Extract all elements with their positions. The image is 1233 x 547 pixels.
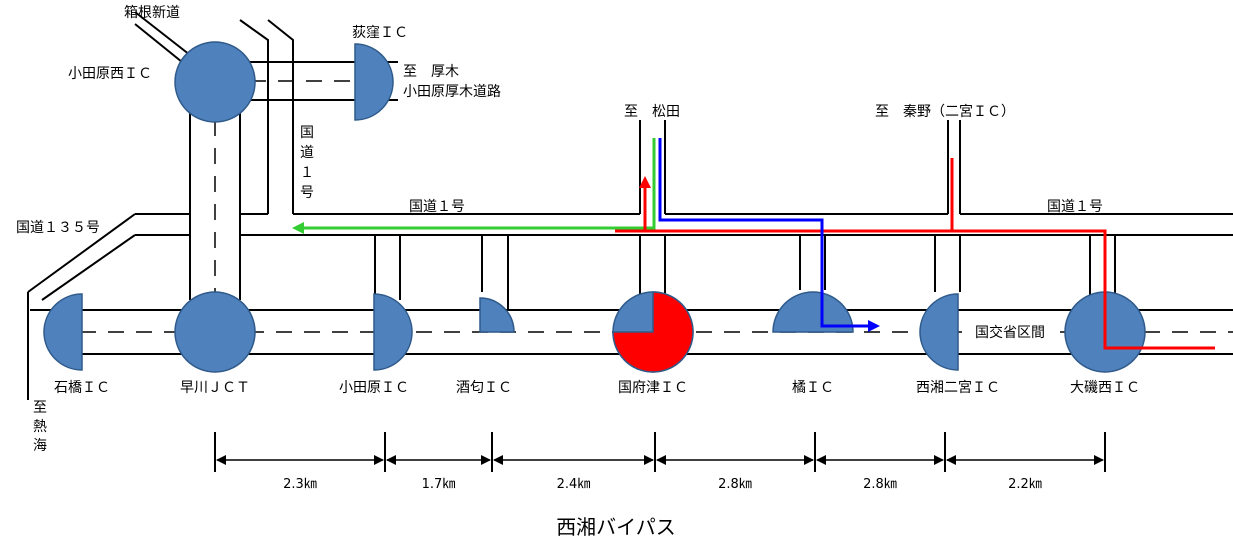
kokudo1-vertical-label: 国道 １ 号 [300,125,314,201]
to-atsugi-label: 至 厚木 [403,64,459,80]
mlit-label-bg [962,320,1058,344]
to-matsuda-label: 至 松田 [624,104,680,120]
map-labels: 箱根新道 小田原西ＩＣ 荻窪ＩＣ 至 厚木 小田原厚木道路 国道１号 至 松田 … [16,5,1103,454]
sakawa-ic-label: 酒匂ＩＣ [456,380,512,396]
odawara-ic-label: 小田原ＩＣ [339,380,409,396]
green-route-arrow [296,138,656,230]
ishibashi-ic-label: 石橋ＩＣ [54,380,110,396]
hayakawa-ic-label: 早川ＪＣＴ [180,380,250,396]
odawara-nishi-ic-node [174,41,256,123]
ishibashi-ic-node [43,293,83,371]
route1-vertical-right [267,19,294,214]
mlit-section-label: 国交省区間 [975,324,1045,341]
hakone-shindo-line-a [134,11,191,56]
to-atami-char: 至 [33,400,47,416]
kokudo1-right-label: 国道１号 [1047,199,1103,215]
hakone-shindo-line-b [134,23,183,63]
ic-name-labels: 石橋ＩＣ 早川ＪＣＴ 小田原ＩＣ 酒匂ＩＣ 国府津ＩＣ 橘ＩＣ 西湘二宮ＩＣ 大磯西ＩＣ [54,380,1140,396]
red-route-arrow [615,184,1215,350]
seisho-ninomiya-ic-node [919,293,959,371]
blue-route-arrow [658,138,872,328]
to-atami-char: 熱 [33,419,47,435]
kozu-ic-red-sector [612,291,694,373]
to-atami-label: 至熱海 [33,400,47,454]
seisho_ninomiya-ic-label: 西湘二宮ＩＣ [916,380,1000,396]
kozu-ic-label: 国府津ＩＣ [618,380,688,396]
ogikubo-ic-label: 荻窪ＩＣ [352,24,408,41]
kokudo1-vertical-char: 国 [300,125,314,141]
route135-edge-a [27,213,136,293]
diagram-title: 西湘バイパス [556,515,676,539]
tachibana-ic-node [772,291,854,333]
odawara-nishi-ic-label: 小田原西ＩＣ [68,66,152,82]
distance-scale: 2.3㎞ 1.7㎞ 2.4㎞ 2.8㎞ 2.8㎞ 2.2㎞ [214,432,1106,492]
blue-route-arrowhead [868,320,880,332]
hakone-shindo-label: 箱根新道 [124,5,180,21]
red-route-arrowhead [639,176,651,188]
oiso_nishi-ic-label: 大磯西ＩＣ [1070,380,1140,396]
route1-vertical-left [239,19,269,214]
ogikubo-ic-node [354,43,394,121]
mlit-section-dashes [960,309,1233,355]
kokudo1-left-label: 国道１号 [409,199,465,215]
odawara-atsugi-road-label: 小田原厚木道路 [403,84,501,100]
route135-edge-b [41,234,136,301]
distance-label: 2.2㎞ [1008,477,1042,492]
sakawa-ic-node [479,297,515,333]
hayakawa-jct-node [174,291,256,373]
kokudo1-vertical-char: 号 [300,185,314,201]
odawara-ic-node [373,293,413,371]
distance-label: 2.8㎞ [863,477,897,492]
distance-label: 2.3㎞ [283,477,317,492]
distance-label: 1.7㎞ [422,477,456,492]
kokudo1-vertical-char: １ [300,165,314,181]
to-atami-char: 海 [33,438,47,454]
kokudo1-vertical-char: 道 [300,145,314,161]
distance-label: 2.8㎞ [718,477,752,492]
kokudo135-label: 国道１３５号 [16,220,100,236]
distance-label: 2.4㎞ [557,477,591,492]
route-arrows [292,138,1215,350]
tachibana-ic-label: 橘ＩＣ [792,380,834,396]
green-route-arrowhead [292,222,304,234]
to-hadano-label: 至 秦野（二宮ＩＣ） [875,104,1015,120]
